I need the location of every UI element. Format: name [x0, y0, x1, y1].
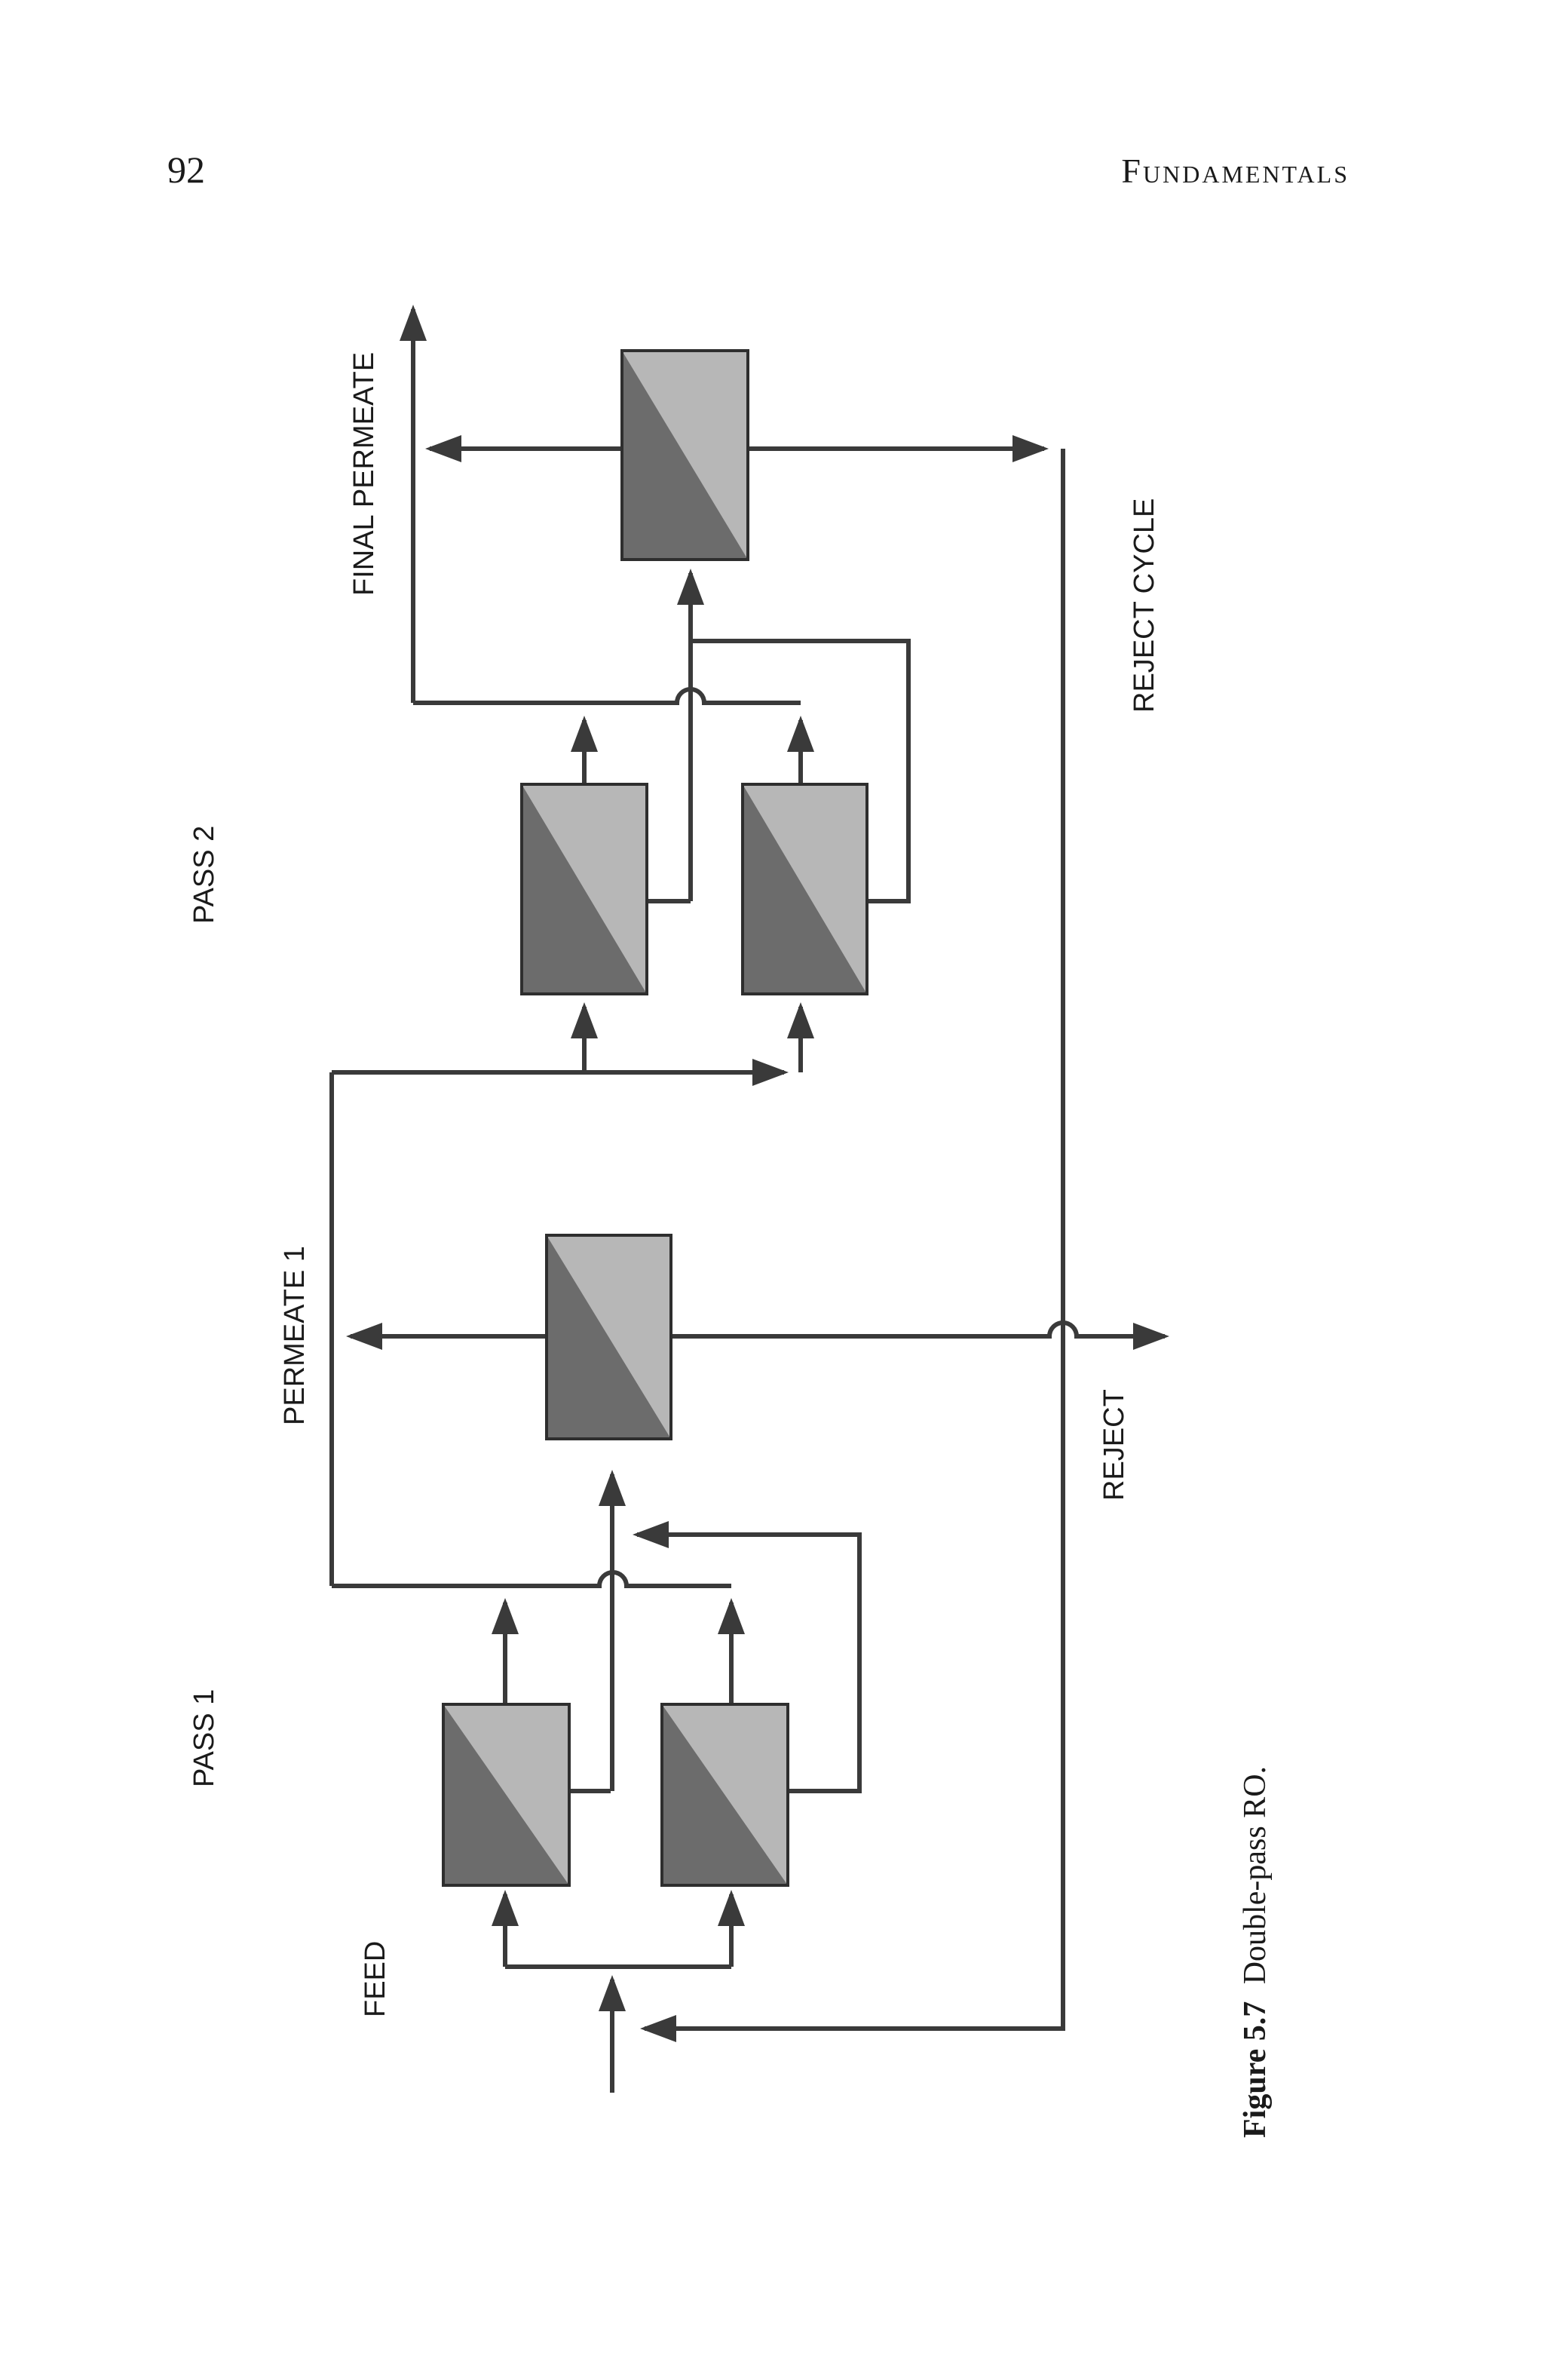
label-feed: FEED	[360, 1941, 391, 2017]
caption-label: Figure 5.7	[1238, 2001, 1273, 2138]
membrane-pass1-c	[545, 1234, 672, 1440]
label-permeate-1: PERMEATE 1	[279, 1246, 311, 1425]
pass2-concentrate-2	[691, 639, 911, 903]
caption-text: Double-pass RO.	[1238, 1766, 1273, 1984]
label-pass-2: PASS 2	[188, 826, 220, 924]
label-pass-1: PASS 1	[188, 1689, 220, 1787]
pass1-permeate-header	[332, 1570, 731, 1588]
piping	[329, 305, 1169, 2093]
label-reject: REJECT	[1098, 1389, 1130, 1501]
membrane-pass2-a	[520, 783, 648, 995]
running-head: Fundamentals	[1121, 152, 1349, 190]
reject-out	[667, 1320, 1169, 1350]
membrane-pass2-b	[741, 783, 868, 995]
membrane-pass2-c	[620, 349, 749, 561]
reject-cycle-line	[640, 449, 1065, 2042]
membrane-pass1-a	[442, 1703, 571, 1887]
pass1-concentrate-2	[648, 1532, 862, 1793]
pass2-permeate-header	[413, 687, 801, 705]
figure-caption: Figure 5.7 Double-pass RO.	[1238, 1766, 1273, 2138]
label-reject-cycle: REJECT CYCLE	[1129, 498, 1160, 713]
page-number: 92	[167, 149, 205, 191]
membrane-pass1-b	[660, 1703, 789, 1887]
label-final-permeate: FINAL PERMEATE	[348, 352, 380, 596]
